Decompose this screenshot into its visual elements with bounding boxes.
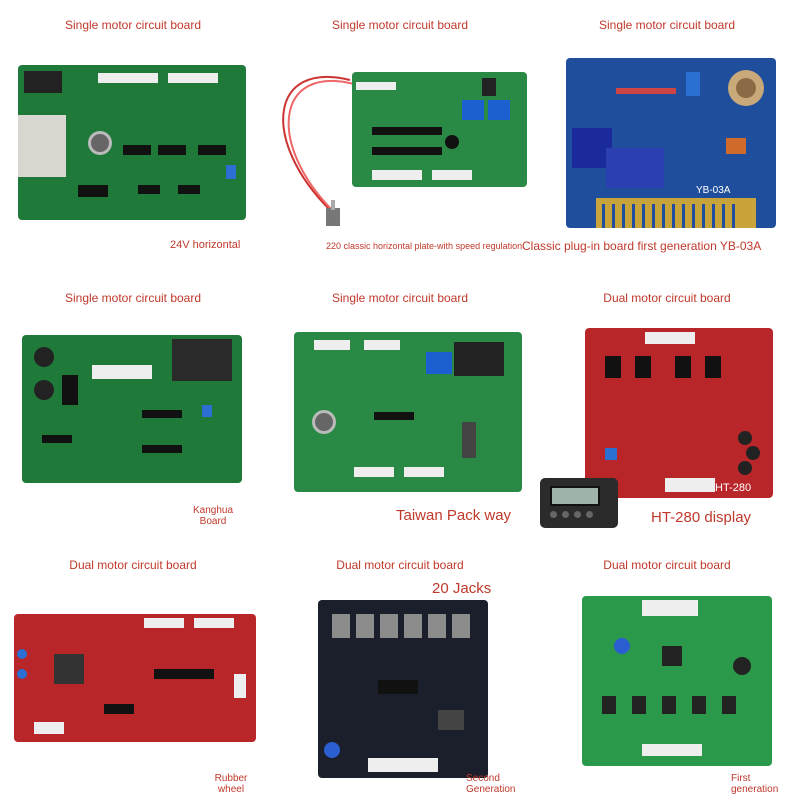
board-caption: Rubber wheel (214, 773, 248, 795)
pcb-board-image (22, 335, 242, 483)
pcb-board-image (14, 614, 256, 742)
board-caption: Kanghua Board (192, 505, 234, 527)
board-caption: Second Generation (466, 773, 516, 795)
board-caption: Taiwan Pack way (396, 507, 512, 524)
board-caption: HT-280 display (651, 509, 752, 526)
board-caption: First generation (731, 773, 779, 795)
pcb-board-image (18, 65, 246, 220)
product-cell-second-generation: Dual motor circuit board (267, 534, 533, 800)
cell-title: Single motor circuit board (64, 18, 202, 32)
board-subtitle: 20 Jacks (432, 580, 492, 597)
board-caption: 220 classic horizontal plate-with speed … (326, 241, 523, 251)
cell-title: Single motor circuit board (331, 291, 469, 305)
product-cell-first-generation: Dual motor circuit board (534, 534, 800, 800)
pcb-board-image (294, 332, 522, 492)
pcb-board-image (582, 596, 772, 766)
board-label: HT-280 (715, 482, 751, 494)
product-cell-yb-03a: Single motor circuit board (534, 0, 800, 266)
product-cell-kanghua: Single motor circuit board (0, 267, 266, 533)
cell-title: Single motor circuit board (598, 18, 736, 32)
cell-title: Dual motor circuit board (336, 558, 464, 572)
pcb-board-image (352, 72, 527, 187)
board-label: YB-03A (696, 185, 731, 196)
pcb-board-image: HT-280 (585, 328, 773, 498)
product-cell-rubber-wheel: Dual motor circuit board (0, 534, 266, 800)
cell-title: Dual motor circuit board (69, 558, 197, 572)
product-cell-24v-horizontal: Single motor circuit board (0, 0, 266, 266)
pcb-board-image: YB-03A (566, 58, 776, 228)
board-caption: Classic plug-in board first generation Y… (522, 239, 762, 253)
product-cell-taiwan-pack: Single motor circuit board (267, 267, 533, 533)
product-cell-220-classic: Single motor circuit board (267, 0, 533, 266)
board-caption: 24V horizontal (170, 239, 241, 251)
ht-280-display-unit (540, 478, 618, 528)
cell-title: Single motor circuit board (331, 18, 469, 32)
cell-title: Dual motor circuit board (603, 558, 731, 572)
pcb-board-image (318, 600, 488, 778)
cell-title: Single motor circuit board (64, 291, 202, 305)
product-cell-ht-280: Dual motor circuit board (534, 267, 800, 533)
speed-regulator-wire (282, 75, 355, 226)
cell-title: Dual motor circuit board (603, 291, 731, 305)
